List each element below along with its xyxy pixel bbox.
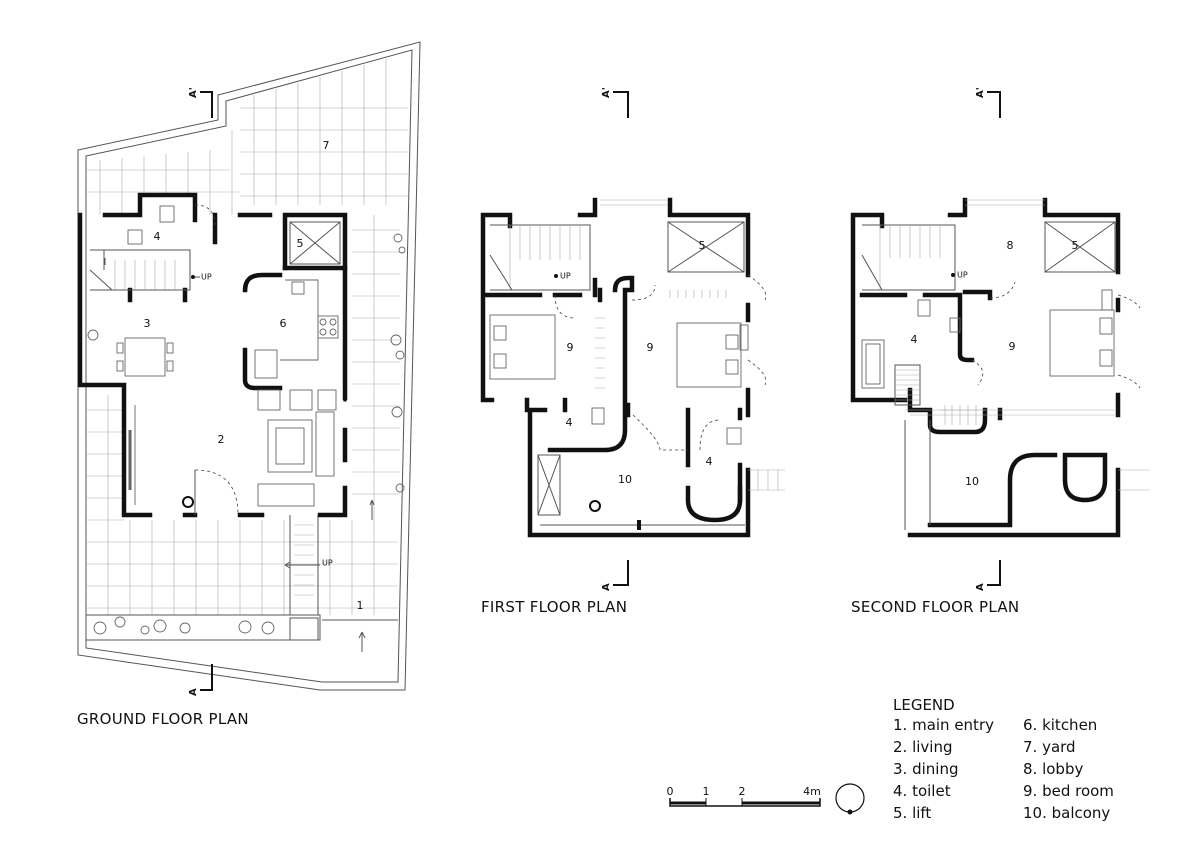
up-label-entry: UP — [322, 559, 333, 568]
scale-tick-4m: 4m — [803, 785, 821, 798]
section-marker-first-top: A' — [601, 87, 612, 98]
section-marker-ground-bottom: A — [188, 688, 199, 696]
section-marker-first-bottom: A — [601, 583, 612, 591]
legend-item: 9. bed room — [1023, 782, 1114, 800]
scale-bar: 0 1 2 4m — [667, 785, 821, 807]
north-arrow-icon — [835, 783, 865, 815]
legend-item: 7. yard — [1023, 738, 1076, 756]
legend-item: 5. lift — [893, 804, 932, 822]
ground-floor-plan — [77, 41, 421, 691]
room-label-bedroom: 9 — [567, 341, 574, 354]
legend-title: LEGEND — [893, 696, 955, 714]
legend-item: 10. balcony — [1023, 804, 1111, 822]
room-label-toilet: 4 — [911, 333, 918, 346]
up-label-ground-stair: UP — [201, 273, 212, 282]
section-marker-second-bottom: A — [975, 583, 986, 591]
first-floor-plan — [480, 91, 785, 586]
room-label-lobby: 8 — [1007, 239, 1014, 252]
room-label-kitchen: 6 — [280, 317, 287, 330]
room-label-yard: 7 — [323, 139, 330, 152]
scale-tick-2: 2 — [739, 785, 746, 798]
legend-item: 1. main entry — [893, 716, 994, 734]
section-markers: A' A A' A A' A — [188, 87, 986, 696]
room-label-toilet: 4 — [566, 416, 573, 429]
room-label-toilet: 4 — [154, 230, 161, 243]
room-label-living: 2 — [218, 433, 225, 446]
ground-floor-title: GROUND FLOOR PLAN — [77, 710, 249, 728]
scale-tick-0: 0 — [667, 785, 674, 798]
room-label-lift: 5 — [699, 239, 706, 252]
room-label-balcony: 10 — [965, 475, 979, 488]
up-label-first-stair: UP — [560, 272, 571, 281]
first-room-labels: 5 9 9 4 4 10 UP — [560, 239, 713, 486]
room-label-bedroom: 9 — [647, 341, 654, 354]
room-label-balcony: 10 — [618, 473, 632, 486]
section-marker-ground-top: A' — [188, 87, 199, 98]
section-marker-second-top: A' — [975, 87, 986, 98]
up-label-second-stair: UP — [957, 271, 968, 280]
second-floor-plan — [850, 91, 1150, 586]
first-floor-title: FIRST FLOOR PLAN — [481, 598, 628, 616]
room-label-bedroom: 9 — [1009, 340, 1016, 353]
legend-item: 8. lobby — [1023, 760, 1084, 778]
legend-item: 6. kitchen — [1023, 716, 1098, 734]
room-label-main-entry: 1 — [357, 599, 364, 612]
room-label-toilet: 4 — [706, 455, 713, 468]
legend-item: 3. dining — [893, 760, 959, 778]
room-label-lift: 5 — [1072, 239, 1079, 252]
second-room-labels: 8 5 4 9 10 UP — [911, 239, 1079, 488]
legend-item: 4. toilet — [893, 782, 951, 800]
scale-tick-1: 1 — [703, 785, 710, 798]
legend-item: 2. living — [893, 738, 953, 756]
second-floor-title: SECOND FLOOR PLAN — [851, 598, 1020, 616]
room-label-lift: 5 — [297, 237, 304, 250]
legend-column-left: 1. main entry 2. living 3. dining 4. toi… — [893, 714, 994, 824]
room-label-dining: 3 — [144, 317, 151, 330]
ground-room-labels: 1 2 3 4 5 6 7 UP UP — [144, 139, 364, 612]
legend-column-right: 6. kitchen 7. yard 8. lobby 9. bed room … — [1023, 714, 1114, 824]
